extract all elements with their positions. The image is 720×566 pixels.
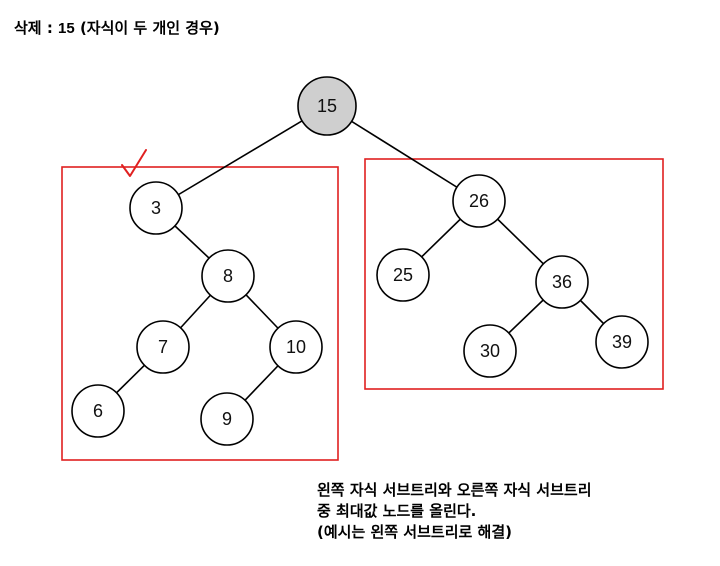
tree-node-30: 30 <box>463 324 517 378</box>
tree-edges <box>97 105 623 420</box>
node-label: 26 <box>469 191 489 211</box>
title-suffix: (자식이 두 개인 경우) <box>74 19 220 37</box>
node-circle <box>71 384 125 438</box>
tree-node-15: 15 <box>297 76 357 136</box>
tree-node-6: 6 <box>71 384 125 438</box>
page-title: 삭제 : 15 (자식이 두 개인 경우) <box>14 17 220 38</box>
caption: 왼쪽 자식 서브트리와 오른쪽 자식 서브트리 중 최대값 노드를 올린다. (… <box>317 480 592 543</box>
tree-node-25: 25 <box>376 248 430 302</box>
caption-line-1: 왼쪽 자식 서브트리와 오른쪽 자식 서브트리 <box>317 481 592 499</box>
edge-n15-n3 <box>155 105 328 209</box>
node-label: 8 <box>223 266 233 286</box>
tree-nodes: 15 3 8 7 10 6 9 26 25 36 30 39 <box>71 76 649 446</box>
node-circle <box>200 392 254 446</box>
node-label: 25 <box>393 265 413 285</box>
node-label: 7 <box>158 337 168 357</box>
tree-node-39: 39 <box>595 315 649 369</box>
left-subtree-box <box>61 166 339 461</box>
tree-node-8: 8 <box>201 249 255 303</box>
node-label: 3 <box>151 198 161 218</box>
node-circle <box>136 320 190 374</box>
tree-node-36: 36 <box>535 255 589 309</box>
node-circle <box>595 315 649 369</box>
node-label: 15 <box>317 96 337 116</box>
node-circle <box>376 248 430 302</box>
node-circle <box>129 181 183 235</box>
title-prefix: 삭제 : <box>14 19 59 37</box>
node-circle <box>297 76 357 136</box>
node-circle <box>535 255 589 309</box>
node-circle <box>452 174 506 228</box>
tree-node-9: 9 <box>200 392 254 446</box>
node-circle <box>201 249 255 303</box>
tree-node-26: 26 <box>452 174 506 228</box>
tree-node-7: 7 <box>136 320 190 374</box>
tree-node-10: 10 <box>269 320 323 374</box>
edge-n15-n26 <box>326 105 480 202</box>
caption-line-3: (예시는 왼쪽 서브트리로 해결) <box>317 523 512 541</box>
node-label: 10 <box>286 337 306 357</box>
node-label: 6 <box>93 401 103 421</box>
node-label: 39 <box>612 332 632 352</box>
check-mark-icon <box>121 149 147 177</box>
node-circle <box>269 320 323 374</box>
title-key: 15 <box>58 20 75 37</box>
node-label: 36 <box>552 272 572 292</box>
caption-line-2: 중 최대값 노드를 올린다. <box>317 502 477 520</box>
node-label: 9 <box>222 409 232 429</box>
tree-node-3: 3 <box>129 181 183 235</box>
right-subtree-box <box>364 158 664 390</box>
node-label: 30 <box>480 341 500 361</box>
node-circle <box>463 324 517 378</box>
